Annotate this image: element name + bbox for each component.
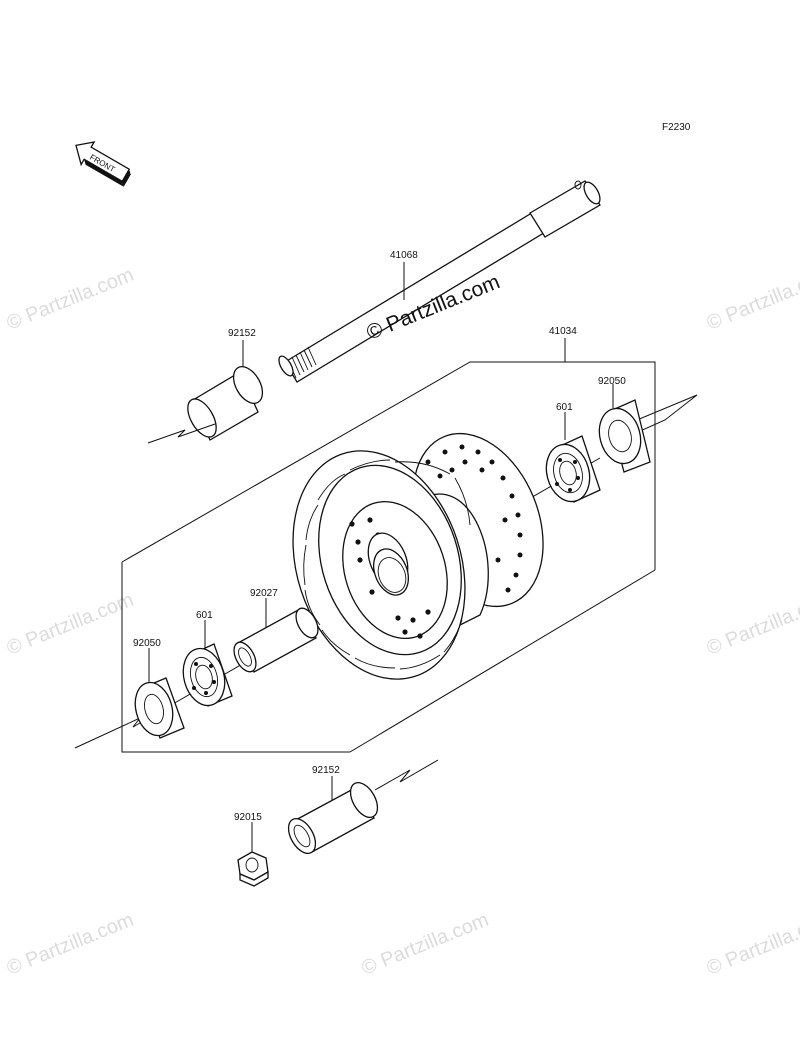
- seal-92050-left: [134, 677, 185, 739]
- label-hub: 41034: [549, 326, 577, 337]
- label-bearing-left: 601: [196, 610, 213, 621]
- label-axle: 41068: [390, 250, 418, 261]
- watermark: © Partzilla.com: [4, 264, 137, 335]
- watermark: © Partzilla.com: [359, 909, 492, 980]
- bearing-601-right: [545, 435, 601, 503]
- nut-92015: [237, 851, 269, 887]
- watermark: © Partzilla.com: [704, 909, 800, 980]
- label-spacer: 92027: [250, 588, 278, 599]
- axle-41068: [278, 180, 601, 383]
- label-nut: 92015: [234, 812, 262, 823]
- bearing-601-left: [182, 643, 233, 707]
- watermark: © Partzilla.com: [704, 589, 800, 660]
- label-bearing-right: 601: [556, 402, 573, 413]
- seal-92050-right: [598, 399, 651, 473]
- watermark: © Partzilla.com: [4, 909, 137, 980]
- label-collar-lower: 92152: [312, 765, 340, 776]
- wheel-hub: [292, 450, 489, 680]
- spacer-92027: [233, 607, 319, 673]
- label-collar-upper: 92152: [228, 328, 256, 339]
- label-seal-left: 92050: [133, 638, 161, 649]
- label-seal-right: 92050: [598, 376, 626, 387]
- collar-92152-upper: [187, 366, 264, 441]
- watermark: © Partzilla.com: [4, 589, 137, 660]
- collar-92152-lower: [287, 782, 379, 854]
- diagram-code: F2230: [662, 122, 691, 133]
- watermark: © Partzilla.com: [704, 264, 800, 335]
- front-arrow-icon: FRONT: [75, 141, 131, 187]
